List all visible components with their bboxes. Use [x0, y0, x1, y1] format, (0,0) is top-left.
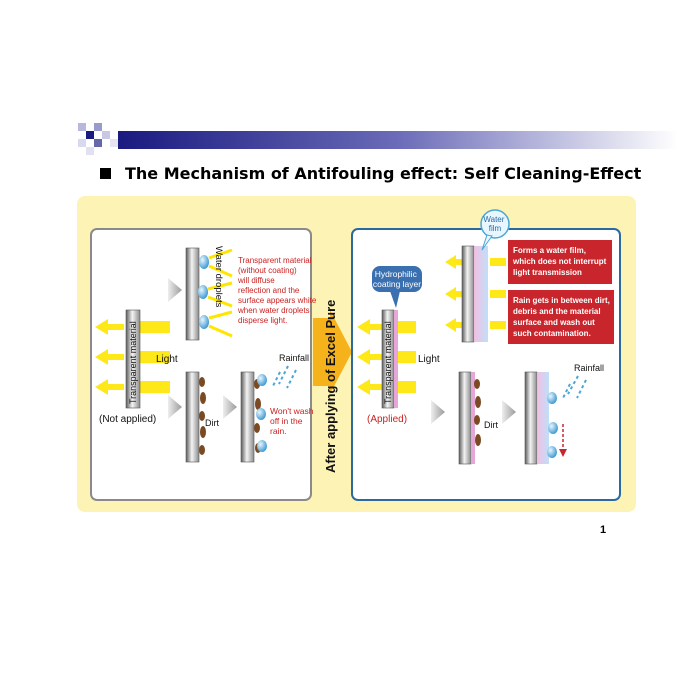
left-rainfall-label: Rainfall — [279, 353, 309, 363]
right-dirt-label: Dirt — [484, 420, 498, 430]
svg-text:Hydrophilic coating laye: Hydrophilic coating layer — [373, 269, 421, 289]
right-top-rays-icon — [445, 255, 506, 332]
left-wont-wash: Won't wash off in the rain. — [270, 406, 316, 436]
svg-text:Rain gets in between dirt,: Rain gets in between dirt, debris and th… — [513, 296, 612, 338]
right-rain-film — [537, 372, 549, 464]
left-status-label: (Not applied) — [99, 414, 156, 425]
title-text: The Mechanism of Antifouling effect: Sel… — [125, 163, 642, 183]
left-explanation-line: disperse light. — [238, 316, 287, 325]
left-dirt-label: Dirt — [205, 418, 219, 428]
clean-info-box: Rain gets in between dirt, debris and th… — [508, 290, 614, 344]
left-bottom-gray-arrow-icon — [168, 395, 182, 419]
water-droplets-label: Water droplets — [213, 246, 224, 308]
header-gradient-bar — [78, 123, 678, 155]
left-light-rays-icon — [95, 319, 170, 395]
left-wont-wash-line: Won't wash — [270, 406, 314, 416]
right-top-glass — [461, 245, 475, 343]
water-film-callout-line: film — [489, 224, 502, 233]
clean-info-line: surface and wash out — [513, 318, 595, 327]
transition-arrow-icon — [313, 310, 352, 394]
left-top-glass — [185, 247, 200, 341]
clean-info-line: debris and the material — [513, 307, 601, 316]
film-info-line: light transmission — [513, 268, 582, 277]
svg-text:Forms a water film, whic: Forms a water film, which does not inter… — [512, 246, 609, 277]
square-bullet-icon — [100, 167, 111, 179]
film-info-box: Forms a water film, which does not inter… — [508, 240, 612, 284]
clean-info-line: Rain gets in between dirt, — [513, 296, 610, 305]
right-dirt-icon — [474, 379, 481, 446]
left-light-label: Light — [156, 354, 178, 365]
right-status-label: (Applied) — [367, 414, 407, 425]
left-material-plate — [125, 309, 141, 409]
left-explanation-line: reflection and the — [238, 286, 300, 295]
film-info-line: Forms a water film, — [513, 246, 586, 255]
left-scatter-rays-icon — [207, 248, 233, 338]
right-dirty-glass — [458, 371, 472, 465]
left-explanation-line: Transparent material — [238, 256, 312, 265]
hydrophilic-callout: Hydrophilic coating layer — [372, 266, 422, 308]
film-info-line: which does not interrupt — [512, 257, 607, 266]
svg-text:Water film: Water film — [483, 215, 506, 233]
wash-down-arrow-icon — [559, 424, 567, 457]
right-rainfall-label: Rainfall — [574, 363, 604, 373]
left-material-label: Transparent material — [128, 321, 138, 404]
page-number: 1 — [600, 524, 607, 536]
slide-title: The Mechanism of Antifouling effect: Sel… — [100, 161, 641, 185]
right-dirty-coating — [471, 372, 475, 464]
hydrophilic-callout-line: Hydrophilic — [375, 269, 418, 279]
left-dirty-glass — [185, 371, 200, 463]
left-droplets-icon — [198, 255, 209, 329]
water-film-callout-line: Water — [483, 215, 504, 224]
right-rain-glass — [524, 371, 538, 465]
left-wont-wash-line: off in the — [270, 416, 303, 426]
right-rain-gray-arrow-icon — [502, 400, 516, 424]
left-rain-droplets-icon — [256, 374, 267, 452]
transition-label: After applying of Excel Pure — [323, 300, 338, 473]
right-rainfall-icon — [562, 375, 587, 399]
right-coating-layer — [394, 310, 398, 408]
left-explanation-line: (without coating) — [238, 266, 297, 275]
right-rain-droplets-icon — [547, 392, 558, 458]
right-light-rays-icon — [357, 319, 416, 395]
left-rainfall-icon — [272, 365, 297, 389]
right-material-label: Transparent material — [383, 321, 393, 404]
left-rain-glass — [240, 371, 255, 463]
hydrophilic-callout-line: coating layer — [373, 279, 421, 289]
left-explanation-line: when water droplets — [237, 306, 310, 315]
clean-info-line: such contamination. — [513, 329, 591, 338]
left-rain-gray-arrow-icon — [223, 395, 237, 419]
left-explanation: Transparent material (without coating) w… — [237, 256, 319, 325]
right-top-film — [474, 246, 488, 342]
right-bottom-gray-arrow-icon — [431, 400, 445, 424]
left-dirt-icon — [199, 377, 206, 455]
left-top-gray-arrow-icon — [168, 278, 182, 302]
right-light-label: Light — [418, 354, 440, 365]
water-film-callout: Water film — [480, 209, 510, 251]
left-explanation-line: will diffuse — [237, 276, 275, 285]
left-wont-wash-line: rain. — [270, 426, 287, 436]
left-explanation-line: surface appears white — [238, 296, 317, 305]
